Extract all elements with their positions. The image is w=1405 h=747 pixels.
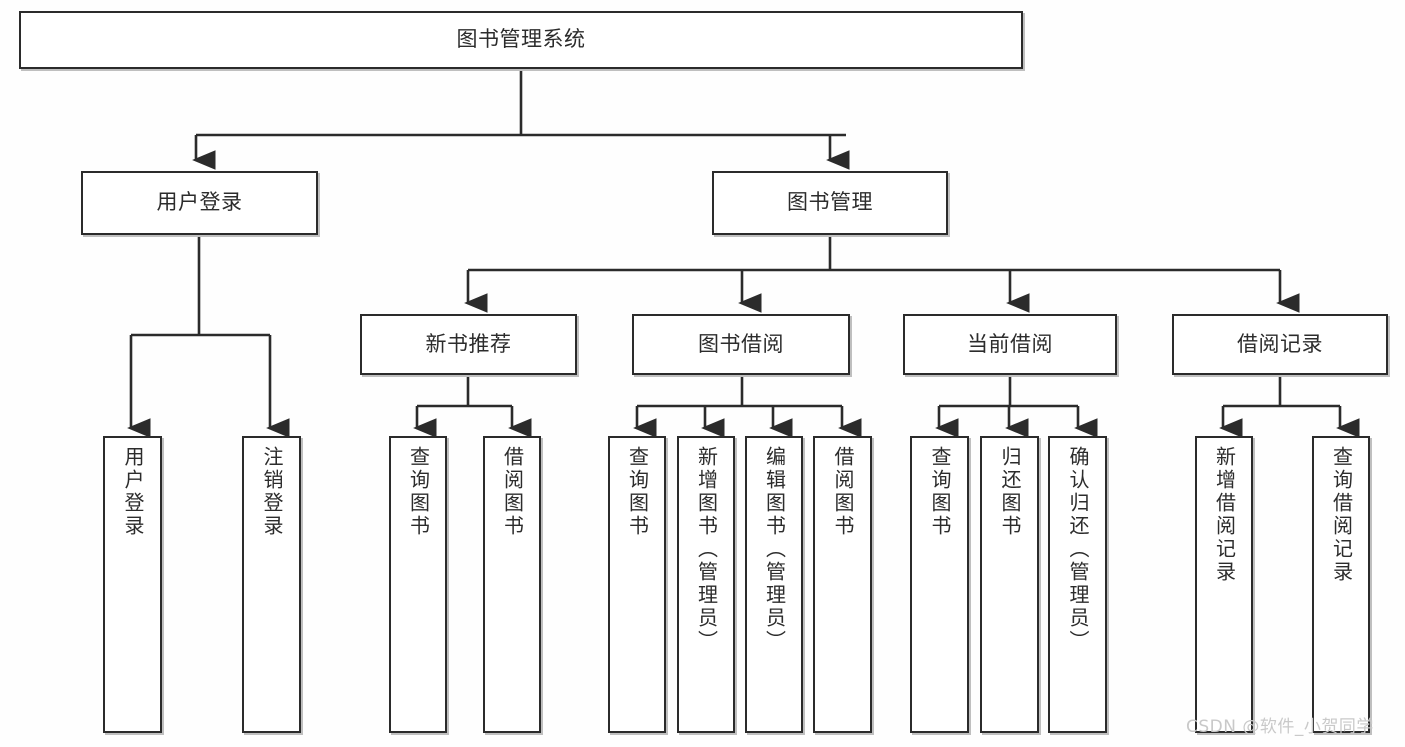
node-label: 当前借阅 <box>967 331 1053 356</box>
node-label: 查询图书 <box>928 446 952 538</box>
node-book-management[interactable]: 图书管理 <box>712 171 948 235</box>
leaf-user-login-logout[interactable]: 注销登录 <box>242 436 301 733</box>
node-label: 归还图书 <box>998 446 1022 538</box>
node-label: 查询图书 <box>406 446 431 538</box>
node-label: 图书管理系统 <box>456 27 586 52</box>
node-borrow-record[interactable]: 借阅记录 <box>1172 314 1388 375</box>
node-label: 新增借阅记录 <box>1212 446 1237 584</box>
node-label: 注销登录 <box>260 446 284 538</box>
leaf-recommend-borrow-book[interactable]: 借阅图书 <box>483 436 541 733</box>
leaf-current-query-book[interactable]: 查询图书 <box>910 436 969 733</box>
node-book-borrow[interactable]: 图书借阅 <box>632 314 850 375</box>
node-label: 编辑图书（管理员） <box>762 446 787 653</box>
leaf-current-confirm-return-admin[interactable]: 确认归还（管理员） <box>1048 436 1107 733</box>
node-label: 新增图书（管理员） <box>694 446 719 653</box>
leaf-borrow-borrow-book[interactable]: 借阅图书 <box>813 436 872 733</box>
node-new-book-recommend[interactable]: 新书推荐 <box>360 314 577 375</box>
node-label: 新书推荐 <box>425 331 512 356</box>
node-label: 借阅图书 <box>831 446 855 538</box>
leaf-user-login-login[interactable]: 用户登录 <box>103 436 162 733</box>
leaf-borrow-edit-book-admin[interactable]: 编辑图书（管理员） <box>745 436 803 733</box>
node-root-book-management-system[interactable]: 图书管理系统 <box>19 11 1023 69</box>
node-label: 用户登录 <box>156 190 243 215</box>
node-label: 图书借阅 <box>698 331 784 356</box>
node-label: 图书管理 <box>787 190 873 215</box>
leaf-current-return-book[interactable]: 归还图书 <box>980 436 1039 733</box>
node-label: 查询借阅记录 <box>1329 446 1354 584</box>
leaf-record-add-record[interactable]: 新增借阅记录 <box>1195 436 1253 733</box>
leaf-record-query-record[interactable]: 查询借阅记录 <box>1312 436 1370 733</box>
node-label: 用户登录 <box>121 446 145 538</box>
node-label: 借阅记录 <box>1237 331 1323 356</box>
node-label: 查询图书 <box>625 446 650 538</box>
leaf-borrow-query-book[interactable]: 查询图书 <box>608 436 666 733</box>
node-label: 确认归还（管理员） <box>1066 446 1090 653</box>
node-current-borrow[interactable]: 当前借阅 <box>903 314 1117 375</box>
node-label: 借阅图书 <box>500 446 525 538</box>
leaf-borrow-add-book-admin[interactable]: 新增图书（管理员） <box>677 436 735 733</box>
leaf-recommend-query-book[interactable]: 查询图书 <box>389 436 447 733</box>
node-user-login[interactable]: 用户登录 <box>81 171 318 235</box>
